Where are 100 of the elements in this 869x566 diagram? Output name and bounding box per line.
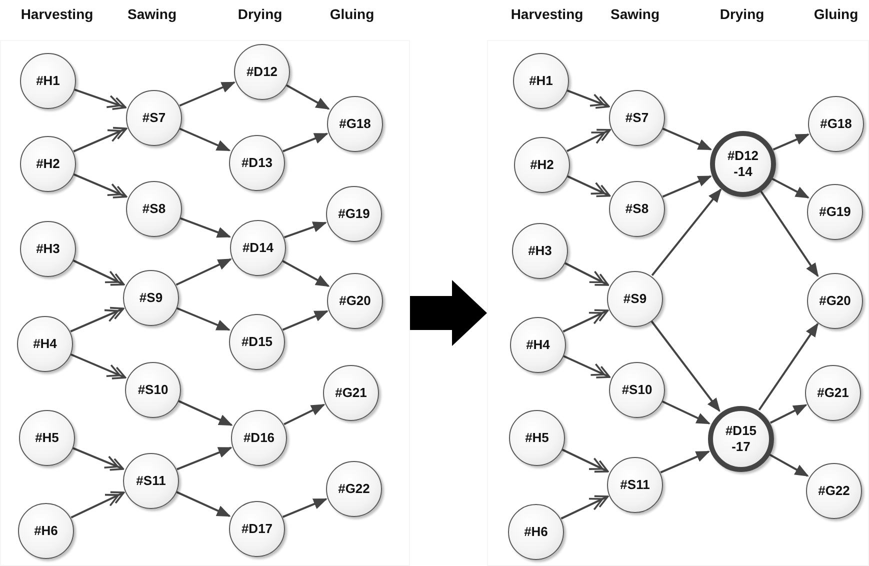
column-header: Sawing (610, 6, 660, 22)
arrow (176, 491, 231, 517)
arrow (179, 128, 231, 152)
node-circle (607, 271, 663, 327)
arrow (282, 310, 329, 331)
arrow (179, 81, 236, 107)
arrow (178, 400, 233, 426)
node-circle (20, 53, 76, 109)
node-circle (126, 90, 182, 146)
node-circle (609, 362, 665, 418)
node-label: #D15 -17 (724, 422, 758, 456)
arrow (660, 450, 710, 474)
column-header: Drying (720, 6, 764, 22)
node-circle (229, 135, 285, 191)
node-label: #S8 (142, 200, 166, 218)
node-label: #S11 (620, 476, 650, 494)
node-label: #H3 (528, 242, 552, 260)
node-label: #S9 (623, 290, 647, 308)
arrow (282, 132, 328, 152)
block-arrow (410, 280, 487, 346)
node-circle (20, 136, 76, 192)
node-circle (19, 410, 75, 466)
node-label: #G21 (335, 384, 367, 402)
figure-area (487, 40, 869, 566)
arrow (176, 258, 232, 286)
node-label: #D16 (243, 430, 275, 446)
node-circle (514, 137, 570, 193)
node-circle (123, 453, 179, 509)
node-circle (609, 90, 665, 146)
node-circle (18, 503, 74, 559)
node-circle (125, 362, 181, 418)
node-label: #H3 (36, 240, 60, 258)
arrow (286, 84, 330, 110)
arrow (662, 128, 712, 150)
column-header: Harvesting (20, 6, 94, 22)
node-label: #H6 (34, 522, 58, 540)
node-circle (510, 317, 566, 373)
arrow (650, 320, 720, 412)
node-label: #G22 (818, 482, 850, 500)
arrow (180, 217, 232, 238)
column-header: Gluing (330, 6, 374, 22)
node-circle (326, 461, 382, 517)
node-label: #H1 (36, 72, 60, 90)
node-label: #D15 (241, 334, 273, 350)
node-label: #H1 (529, 72, 553, 90)
column-header: Drying (238, 6, 282, 22)
node-label: #S7 (142, 110, 166, 126)
node-label: #H2 (36, 156, 60, 172)
node-circle (508, 504, 564, 560)
node-circle (805, 365, 861, 421)
arrow (758, 322, 818, 410)
node-circle (327, 273, 383, 329)
node-label: #H5 (525, 430, 549, 446)
node-circle (509, 410, 565, 466)
node-label: #S10 (138, 382, 168, 398)
node-circle (229, 314, 285, 370)
node-circle (234, 44, 290, 100)
arrow (282, 498, 328, 518)
arrow (662, 400, 710, 424)
node-circle (807, 273, 863, 329)
node-label: #G20 (339, 292, 371, 310)
arrow (772, 178, 810, 198)
node-circle (229, 501, 285, 557)
node-circle (126, 181, 182, 237)
arrow (760, 190, 819, 278)
arrow (284, 404, 326, 426)
node-circle (20, 221, 76, 277)
column-header: Harvesting (510, 6, 584, 22)
node-label: #G19 (338, 206, 370, 222)
node-circle (323, 365, 379, 421)
node-label: #S11 (136, 472, 166, 490)
arrow (770, 404, 808, 424)
node-label: #H2 (530, 156, 554, 174)
node-label: #H4 (33, 336, 57, 352)
node-circle (808, 96, 864, 152)
node-label: #D12 -14 (726, 148, 760, 180)
node-circle (607, 457, 663, 513)
arrow (651, 188, 722, 276)
node-label: #S7 (625, 110, 649, 126)
node-label: #G19 (819, 204, 851, 220)
node-label: #H6 (524, 524, 548, 540)
figure-area (0, 40, 410, 566)
node-circle (512, 223, 568, 279)
arrow (176, 307, 230, 331)
node-label: #G18 (820, 116, 852, 132)
node-label: #H5 (35, 430, 59, 446)
arrow (662, 175, 712, 198)
column-header: Gluing (814, 6, 858, 22)
arrow (772, 134, 810, 150)
arrow (769, 454, 809, 477)
node-label: #D17 (241, 520, 273, 538)
node-circle (609, 181, 665, 237)
arrow (176, 446, 232, 470)
node-label: #D14 (242, 240, 274, 256)
node-circle (710, 131, 776, 197)
node-label: #G20 (819, 292, 851, 310)
arrow (284, 222, 327, 238)
node-circle (806, 463, 862, 519)
node-circle (17, 316, 73, 372)
node-circle (231, 410, 287, 466)
